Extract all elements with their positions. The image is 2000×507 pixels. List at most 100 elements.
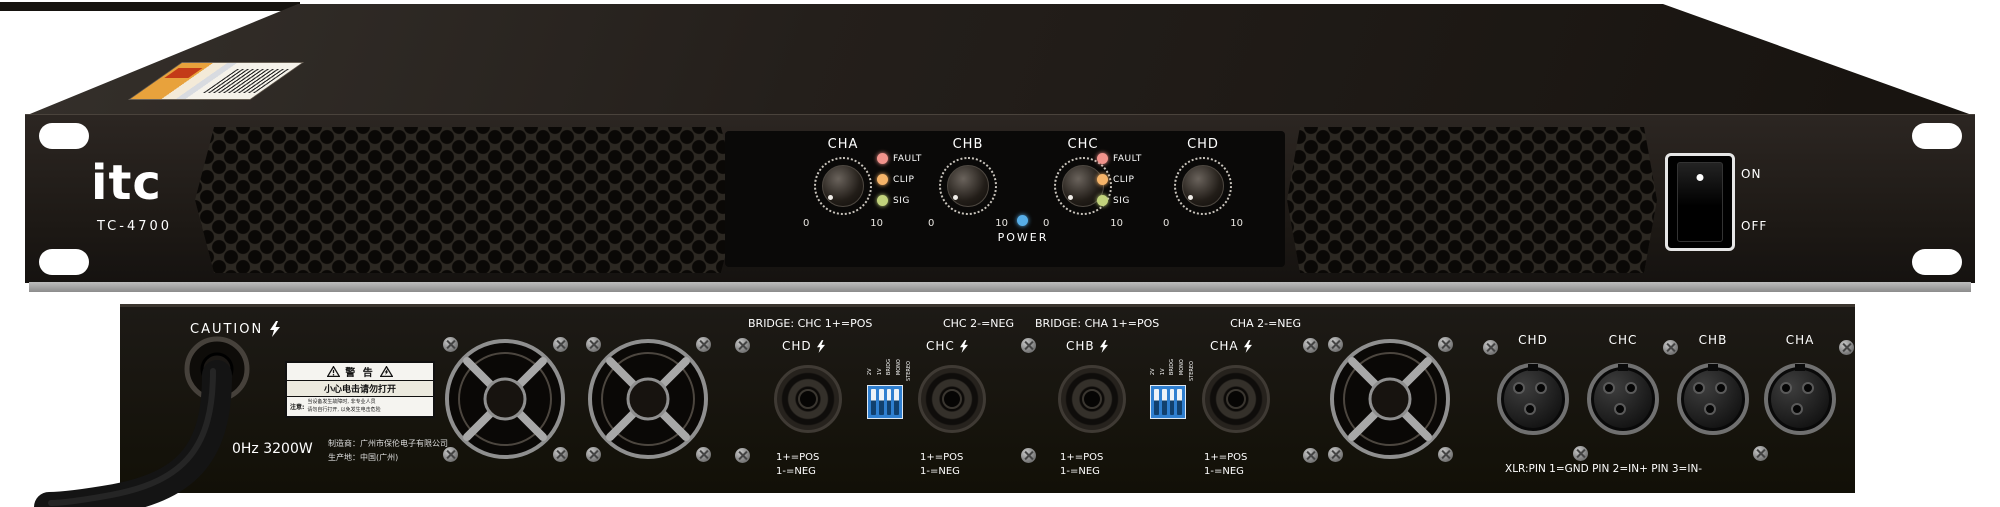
channel-label: CHD: [1187, 137, 1219, 152]
warning-note-heading: 注意:: [290, 404, 305, 411]
dip-switch-group2[interactable]: 2V 1V BRIDG MONO STEREO: [1150, 359, 1195, 419]
speakon-label-chc: CHC: [926, 339, 968, 353]
xlr-pin: [1715, 382, 1727, 394]
led-row: CLIP: [877, 174, 949, 185]
xlr-pin: [1780, 382, 1792, 394]
lightning-bolt-icon: [1099, 339, 1108, 353]
knob-cap[interactable]: [1182, 165, 1224, 207]
lightning-bolt-icon: [1243, 339, 1252, 353]
caution-label: CAUTION: [190, 321, 264, 337]
xlr-pin: [1513, 382, 1525, 394]
signal-led-label: SIG: [893, 195, 910, 206]
gain-knob-cha[interactable]: [814, 157, 872, 215]
scale-min: 0: [803, 218, 810, 229]
knob-scale: 0 10: [928, 218, 1008, 229]
led-row: SIG: [877, 195, 949, 206]
dip-switch[interactable]: [1154, 389, 1159, 415]
xlr-label-chd: CHD: [1518, 333, 1548, 347]
knob-cap[interactable]: [822, 165, 864, 207]
dip-switch[interactable]: [871, 389, 876, 415]
knob-cap[interactable]: [947, 165, 989, 207]
rack-ear-hole: [1912, 249, 1962, 275]
cooling-fan: [586, 337, 710, 461]
lightning-bolt-icon: [270, 321, 281, 337]
screw: [443, 447, 458, 462]
signal-led: [1097, 195, 1108, 206]
dip-switch[interactable]: [886, 389, 892, 415]
fault-led-label: FAULT: [1113, 153, 1142, 164]
scale-max: 10: [870, 218, 883, 229]
speakon-connector-cha: [1202, 365, 1270, 433]
xlr-pin: [1791, 403, 1803, 415]
model-number: TC-4700: [97, 219, 173, 234]
warning-triangle-icon: [327, 366, 341, 377]
pin-text-chc: 1+=POS 1-=NEG: [920, 451, 963, 478]
lightning-bolt-icon: [816, 339, 825, 353]
chassis-top-edge: [0, 2, 300, 11]
bridge-info-group1: BRIDGE: CHC 1+=POS CHC 2-=NEG: [748, 317, 1014, 330]
xlr-pin: [1603, 382, 1615, 394]
xlr-pin: [1802, 382, 1814, 394]
channel-label: CHB: [952, 137, 984, 152]
switch-off-label: OFF: [1741, 219, 1768, 233]
dip-side-label: STEREO: [1189, 361, 1195, 381]
dip-label: BRIDG: [886, 359, 893, 376]
screw: [1021, 448, 1036, 463]
dip-switch[interactable]: [1169, 389, 1175, 415]
speakon-connector-chc: [918, 365, 986, 433]
dip-label: BRIDG: [1169, 359, 1176, 376]
clip-led-label: CLIP: [1113, 174, 1135, 185]
screw: [443, 337, 458, 352]
scale-max: 10: [995, 218, 1008, 229]
screw: [586, 337, 601, 352]
gain-knob-chc[interactable]: [1054, 157, 1112, 215]
dip-switch[interactable]: [894, 389, 899, 415]
rack-ear-hole: [1912, 123, 1962, 149]
pin-line1: 1+=POS: [1060, 452, 1104, 463]
led-group-1: FAULT CLIP SIG: [877, 153, 949, 216]
dip-switch-group1[interactable]: 2V 1V BRIDG MONO STEREO: [867, 359, 912, 419]
brand-logo: itc: [91, 155, 162, 211]
xlr-label-cha: CHA: [1785, 333, 1815, 347]
scale-max: 10: [1110, 218, 1123, 229]
scale-min: 0: [928, 218, 935, 229]
xlr-connector-chc: [1587, 363, 1659, 435]
bridge-right-text: CHA 2-=NEG: [1230, 317, 1301, 330]
screw: [553, 447, 568, 462]
pin-text-chb: 1+=POS 1-=NEG: [1060, 451, 1103, 478]
pin-line2: 1-=NEG: [1060, 465, 1100, 477]
dip-switch-block[interactable]: [867, 385, 903, 419]
dip-label: MONO: [895, 359, 902, 376]
clip-led: [1097, 174, 1108, 185]
bridge-left-text: BRIDGE: CHA 1+=POS: [1035, 317, 1160, 330]
scale-max: 10: [1230, 218, 1243, 229]
power-switch[interactable]: [1665, 153, 1735, 251]
warning-note: 注意: 当设备发生故障时, 非专业人员 请勿自行打开, 以免发生电击危险: [287, 397, 433, 416]
xlr-connector-chd: [1497, 363, 1569, 435]
dip-switch[interactable]: [1177, 389, 1182, 415]
screw: [586, 447, 601, 462]
dip-label: MONO: [1178, 359, 1185, 376]
xlr-pin: [1524, 403, 1536, 415]
xlr-pin: [1535, 382, 1547, 394]
led-row: SIG: [1097, 195, 1169, 206]
xlr-latch-notch: [1528, 364, 1538, 371]
knob-scale: 0 10: [1163, 218, 1243, 229]
front-bottom-trim: [29, 282, 1971, 292]
clip-led-label: CLIP: [893, 174, 915, 185]
dip-switch-block[interactable]: [1150, 385, 1186, 419]
dip-switch[interactable]: [878, 389, 884, 415]
gain-knob-chd[interactable]: [1174, 157, 1232, 215]
channel-label: CHC: [1067, 137, 1099, 152]
channel-label: CHC: [926, 339, 955, 353]
speakon-connector-chb: [1058, 365, 1126, 433]
led-row: FAULT: [1097, 153, 1169, 164]
gain-knob-chb[interactable]: [939, 157, 997, 215]
dip-switch[interactable]: [1161, 389, 1167, 415]
channel-strip-cha: CHA 0 10: [798, 137, 888, 229]
lightning-bolt-icon: [959, 339, 968, 353]
xlr-label-chb: CHB: [1698, 333, 1728, 347]
pin-line1: 1+=POS: [776, 452, 820, 463]
scale-min: 0: [1163, 218, 1170, 229]
screw: [1573, 446, 1588, 461]
